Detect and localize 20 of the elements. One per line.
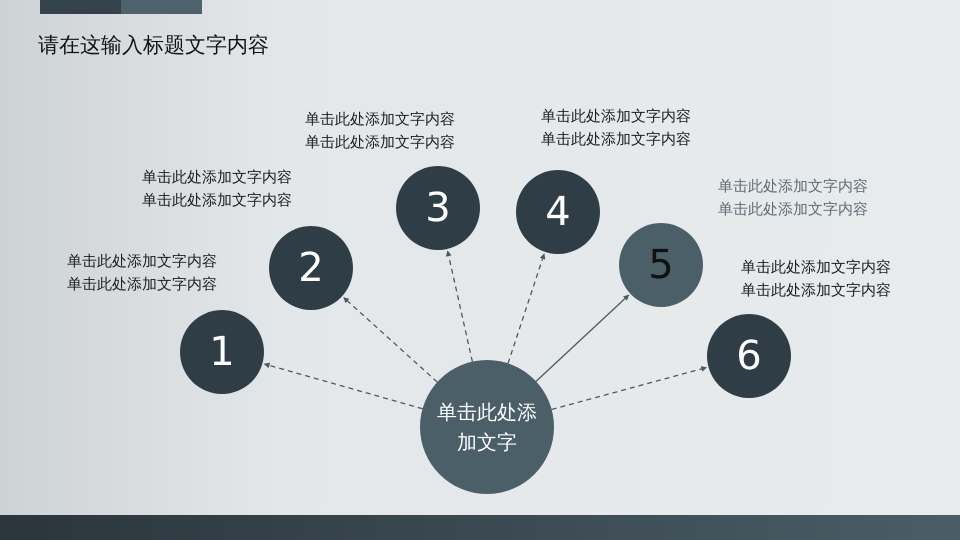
step-number: 4 [545, 192, 571, 232]
caption-text: 单击此处添加文字内容 单击此处添加文字内容 [718, 176, 868, 220]
center-text: 单击此处添加文字 [436, 399, 538, 456]
step-number: 3 [425, 188, 451, 228]
arrow [536, 294, 630, 382]
step-number: 2 [298, 248, 324, 288]
slide-title: 请在这输入标题文字内容 [38, 32, 269, 59]
arrow [507, 253, 546, 364]
caption-text: 单击此处添加文字内容 单击此处添加文字内容 [741, 257, 891, 301]
step-number: 1 [209, 332, 235, 372]
step-number: 5 [648, 245, 674, 285]
caption-text: 单击此处添加文字内容 单击此处添加文字内容 [142, 167, 292, 211]
caption-text: 单击此处添加文字内容 单击此处添加文字内容 [541, 106, 691, 150]
step-number: 6 [736, 336, 762, 376]
arrow [552, 366, 708, 410]
arrow [343, 297, 438, 383]
caption-text: 单击此处添加文字内容 单击此处添加文字内容 [67, 251, 217, 295]
arrow [264, 362, 423, 410]
arrow [446, 250, 473, 362]
caption-text: 单击此处添加文字内容 单击此处添加文字内容 [305, 109, 455, 153]
